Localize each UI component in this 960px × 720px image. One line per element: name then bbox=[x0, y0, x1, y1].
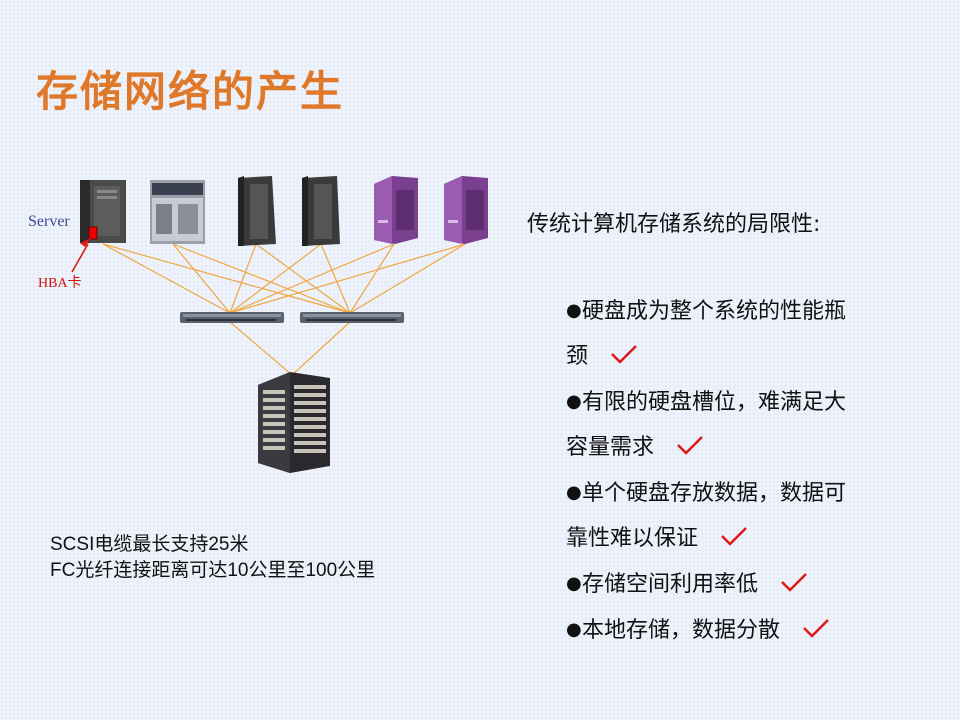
list-item: ●有限的硬盘槽位，难满足大 bbox=[566, 379, 936, 425]
bullet-icon: ● bbox=[566, 482, 582, 503]
scsi-note: SCSI电缆最长支持25米 bbox=[50, 534, 249, 555]
slide-title: 存储网络的产生 bbox=[36, 67, 345, 116]
storage-array bbox=[258, 372, 330, 473]
server-purple-6 bbox=[444, 176, 488, 244]
fc-note: FC光纤连接距离可达10公里至100公里 bbox=[50, 560, 376, 581]
list-item: ●本地存储，数据分散 bbox=[566, 607, 936, 653]
check-icon bbox=[611, 345, 637, 364]
bullet-icon: ● bbox=[566, 573, 582, 594]
check-icon bbox=[721, 527, 747, 546]
hba-card-label: HBA卡 bbox=[38, 276, 82, 291]
list-item-continued: 容量需求 bbox=[566, 425, 936, 470]
hba-arrow bbox=[71, 238, 91, 273]
bullet-icon: ● bbox=[566, 300, 582, 321]
limitations-list: ●硬盘成为整个系统的性能瓶 颈 ●有限的硬盘槽位，难满足大 容量需求 ●单个硬盘… bbox=[566, 288, 936, 653]
limitations-heading: 传统计算机存储系统的局限性: bbox=[527, 212, 821, 237]
check-icon bbox=[781, 573, 807, 592]
bullet-icon: ● bbox=[566, 619, 582, 640]
fc-switch-1 bbox=[180, 312, 284, 323]
distance-notes: SCSI电缆最长支持25米 FC光纤连接距离可达10公里至100公里 bbox=[50, 532, 375, 584]
list-item-continued: 靠性难以保证 bbox=[566, 516, 936, 561]
link-lines bbox=[102, 243, 466, 376]
server-label: Server bbox=[28, 213, 70, 230]
server-tower-4 bbox=[302, 176, 340, 246]
server-rack-2 bbox=[150, 180, 205, 244]
bullet-icon: ● bbox=[566, 391, 582, 412]
list-item-continued: 颈 bbox=[566, 334, 936, 379]
list-item: ●单个硬盘存放数据，数据可 bbox=[566, 470, 936, 516]
list-item: ●硬盘成为整个系统的性能瓶 bbox=[566, 288, 936, 334]
server-tower-3 bbox=[238, 176, 276, 246]
list-item: ●存储空间利用率低 bbox=[566, 561, 936, 607]
fc-switch-2 bbox=[300, 312, 404, 323]
check-icon bbox=[803, 619, 829, 638]
check-icon bbox=[677, 436, 703, 455]
server-tower-1 bbox=[80, 180, 126, 243]
server-purple-5 bbox=[374, 176, 418, 244]
